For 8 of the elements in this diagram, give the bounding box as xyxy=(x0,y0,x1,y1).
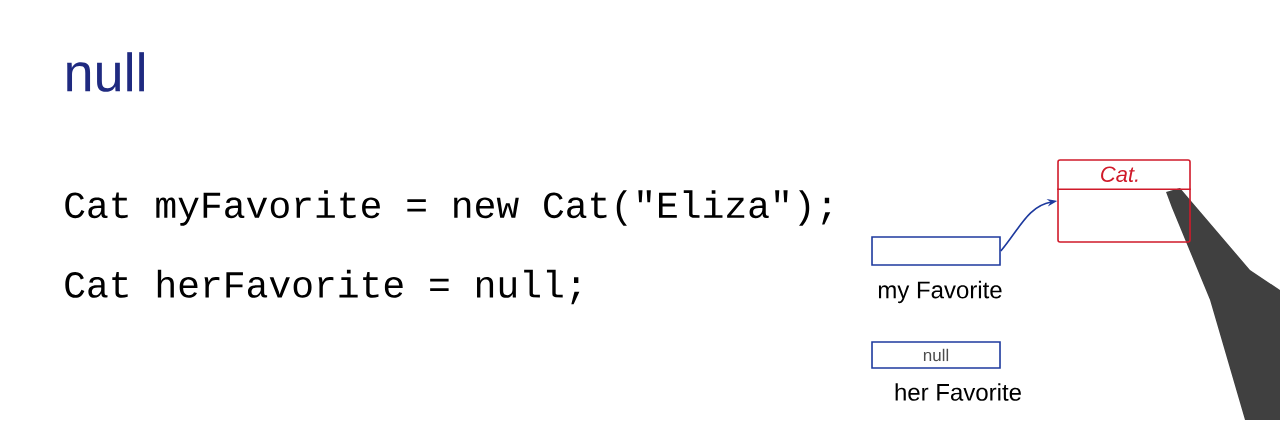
variable-box xyxy=(871,236,1001,266)
variable-name: her Favorite xyxy=(895,383,1021,401)
slide-title: null xyxy=(67,52,144,92)
code-line: Cat herFavorite = null; xyxy=(65,269,580,305)
code-line: Cat myFavorite = new Cat("Eliza"); xyxy=(65,190,831,226)
variable-name: my Favorite xyxy=(878,280,1002,304)
object-box: Cat. xyxy=(1056,159,1192,243)
variable-box: null xyxy=(871,341,1001,369)
